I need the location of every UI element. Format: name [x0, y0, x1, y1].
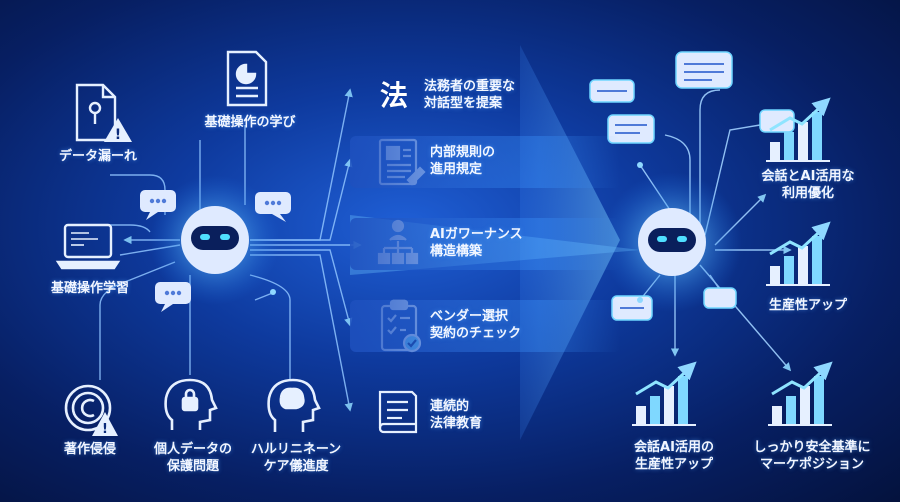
growth-bar: [786, 396, 796, 424]
growth-arrow: [771, 361, 833, 396]
right-ai-bot-icon: [638, 208, 706, 276]
band-ai-governance: [350, 218, 620, 270]
growth-chart-icon: [766, 221, 831, 286]
growth-bar: [798, 246, 808, 284]
label-internal-rules: 内部規則の進用規定: [430, 145, 496, 177]
label-data-leak: データ漏ーれ: [58, 149, 138, 164]
label-safety-position: しっかり安全基準にマーケポジション: [753, 440, 871, 472]
svg-text:!: !: [115, 127, 121, 143]
label-basic-learn: 基礎操作の学び: [204, 115, 296, 130]
report-chart-icon: [226, 50, 268, 107]
growth-bar: [798, 122, 808, 160]
label-legal-education: 連続的法律教育: [430, 399, 483, 431]
law-kanji-icon: 法: [380, 79, 408, 112]
label-optimize-use: 会話とAI活用な利用優化: [761, 169, 855, 201]
growth-bar: [772, 406, 782, 424]
label-basic-study: 基礎操作学習: [50, 281, 130, 296]
growth-arrow: [769, 97, 831, 132]
copyright-warning-icon: [64, 384, 112, 432]
growth-chart-icon: [766, 97, 831, 162]
label-hallucination: ハルリニネーンケア儀進度: [250, 442, 342, 474]
growth-bar: [650, 396, 660, 424]
label-ai-productivity: 会話AI活用の生産性アップ: [634, 440, 714, 472]
label-copyright: 著作侵侵: [63, 442, 117, 457]
laptop-code-icon: [55, 223, 121, 270]
warning-triangle-icon: [104, 118, 132, 142]
label-ai-governance: AIガワーナンス構造構築: [430, 227, 523, 259]
growth-bar: [770, 266, 780, 284]
chat-bubble-icons-right: [589, 51, 795, 321]
growth-bar: [678, 376, 688, 424]
band-vendor-check: [350, 300, 620, 352]
growth-arrow: [635, 361, 697, 396]
growth-bar: [814, 376, 824, 424]
label-legal-proposal: 法務者の重要な対話型を提案: [424, 79, 516, 111]
label-personal-data: 個人データの保護問題: [153, 442, 233, 474]
label-productivity-up: 生産性アップ: [768, 298, 848, 313]
left-ai-bot-icon: [181, 206, 249, 274]
band-internal-rules: [350, 136, 620, 188]
file-lock-warning-icon: [75, 83, 117, 142]
growth-arrow: [769, 221, 831, 256]
label-vendor-check: ベンダー選択契約のチェック: [430, 309, 522, 341]
growth-chart-icon: [768, 361, 833, 426]
growth-bar: [636, 406, 646, 424]
head-lock-icon: [164, 378, 218, 430]
svg-text:!: !: [102, 422, 108, 437]
brain-head-icon: [267, 378, 321, 432]
growth-bar: [800, 386, 810, 424]
growth-bar: [812, 236, 822, 284]
growth-chart-icon: [632, 361, 697, 426]
growth-bar: [812, 112, 822, 160]
book-icon: [378, 390, 418, 434]
growth-bar: [664, 386, 674, 424]
growth-bar: [770, 142, 780, 160]
growth-bar: [784, 256, 794, 284]
growth-bar: [784, 132, 794, 160]
